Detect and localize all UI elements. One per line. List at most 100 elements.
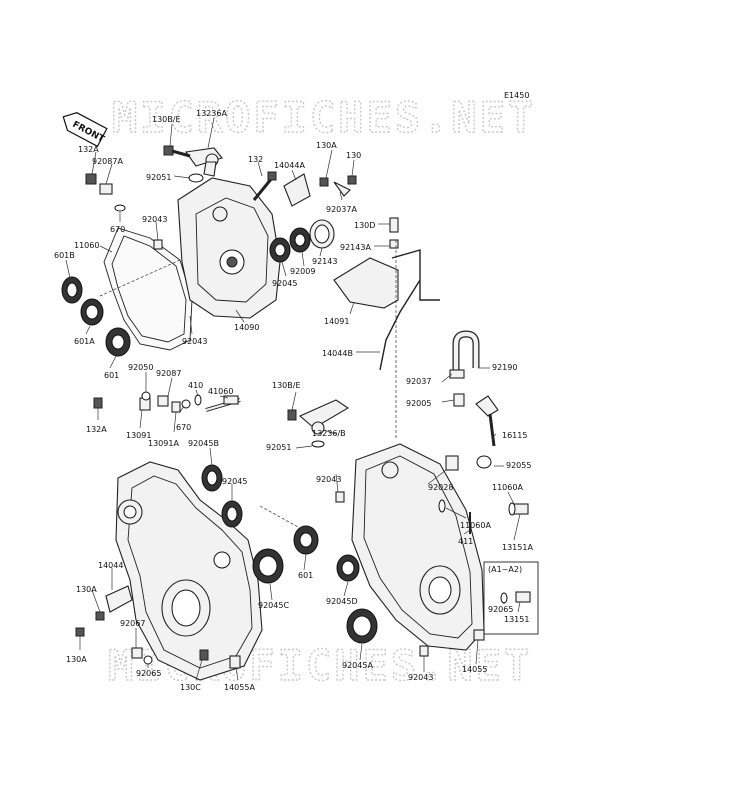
washer-11060A-left [438,499,446,513]
label-130BE-mid: 130B/E [272,381,301,390]
bolt-132A-mid [93,397,103,409]
label-130A-bottom: 130A [66,655,87,664]
label-410: 410 [188,381,203,390]
leader-lines [65,117,521,681]
label-92087: 92087 [156,369,181,378]
label-92043-bottom: 92043 [408,673,433,682]
label-92190: 92190 [492,363,517,372]
inset-box [483,561,539,635]
bolt-130-top [347,175,357,185]
part-labels: 132A 92087A 130B/E 13236A 130A 130 132 1… [54,109,533,692]
dipstick-16115 [475,395,499,447]
label-130D: 130D [354,221,375,230]
label-92043-top: 92043 [142,215,167,224]
fitting-92005 [453,393,465,407]
plug-92087A [99,183,113,195]
label-14091: 14091 [324,317,349,326]
plug-92067 [131,647,143,659]
collar-92143A [389,239,399,249]
washer-92065-inset [500,592,508,604]
label-11060: 11060 [74,241,99,250]
washer-92051-top [188,173,204,183]
bearing-601B [61,276,83,304]
label-92028: 92028 [428,483,453,492]
collar-92143 [309,219,335,249]
bearing-92045D [336,554,360,582]
label-92051-mid: 92051 [266,443,291,452]
oring-670-top [114,204,126,212]
bracket-14044A [283,173,311,207]
bearing-92009 [289,227,311,253]
label-92045-top: 92045 [272,279,297,288]
plug-92087 [157,395,169,407]
label-132A-mid: 132A [86,425,107,434]
bolt-130A-left [95,611,105,621]
plug-14055A [229,655,241,669]
front-arrow-icon: FRONT [62,112,108,148]
label-92051-top: 92051 [146,173,171,182]
label-11060A-right: 11060A [492,483,523,492]
label-13151: 13151 [504,615,529,624]
bolt-130C [199,649,209,661]
label-601B: 601B [54,251,75,260]
label-14090: 14090 [234,323,259,332]
bracket-14044 [105,585,133,613]
label-14044B: 14044B [322,349,353,358]
label-92009: 92009 [290,267,315,276]
watermark-top: MICROFICHES.NET [112,93,536,142]
label-92050: 92050 [128,363,153,372]
seal-92045B [201,464,223,492]
bolt-130D [389,217,399,233]
bearing-601-mid [293,525,319,555]
label-130-top: 130 [346,151,361,160]
pin-410 [194,394,202,406]
label-92045C: 92045C [258,601,289,610]
label-13236B: 13236/B [312,429,346,438]
label-92045A: 92045A [342,661,373,670]
bolt-130A-top [319,177,329,187]
bearing-92045A [346,608,378,644]
lever-13236A [185,147,223,177]
label-670-top: 670 [110,225,125,234]
label-92037: 92037 [406,377,431,386]
label-92037A: 92037A [326,205,357,214]
label-601-mid: 601 [298,571,313,580]
bearing-92045C [252,548,284,584]
label-13236A: 13236A [196,109,227,118]
switch-13151A [508,502,529,516]
label-92045B: 92045B [188,439,219,448]
shaft-41060 [205,395,241,412]
label-130C: 130C [180,683,201,692]
label-132A-top: 132A [78,145,99,154]
washer-92065-bottom [143,655,153,665]
label-41060: 41060 [208,387,233,396]
pin-92043-right [335,491,345,503]
pin-92043-top [153,239,163,250]
bolt-130A-bottom [75,627,85,637]
label-601-left: 601 [104,371,119,380]
label-92087A: 92087A [92,157,123,166]
label-92043-mid: 92043 [182,337,207,346]
seal-92045-left [221,500,243,528]
plug-92028 [445,455,459,471]
bearing-601-left [105,327,131,357]
bracket-14044B [379,249,440,371]
label-14044A: 14044A [274,161,305,170]
oring-92055 [476,455,492,469]
label-92045-left: 92045 [222,477,247,486]
label-130A-top: 130A [316,141,337,150]
lever-13236B [287,399,350,435]
label-16115: 16115 [502,431,527,440]
label-11060A-left: 11060A [460,521,491,530]
plug-13091A [171,401,181,413]
bolt-132A-top [85,173,97,185]
bolt-130BE-top [163,145,191,158]
label-130A-left: 130A [76,585,97,594]
bearing-601A [80,298,104,326]
label-132: 132 [248,155,263,164]
label-13091: 13091 [126,431,151,440]
label-130BE-top: 130B/E [152,115,181,124]
label-92065-bottom: 92065 [136,669,161,678]
switch-13151 [515,591,531,603]
